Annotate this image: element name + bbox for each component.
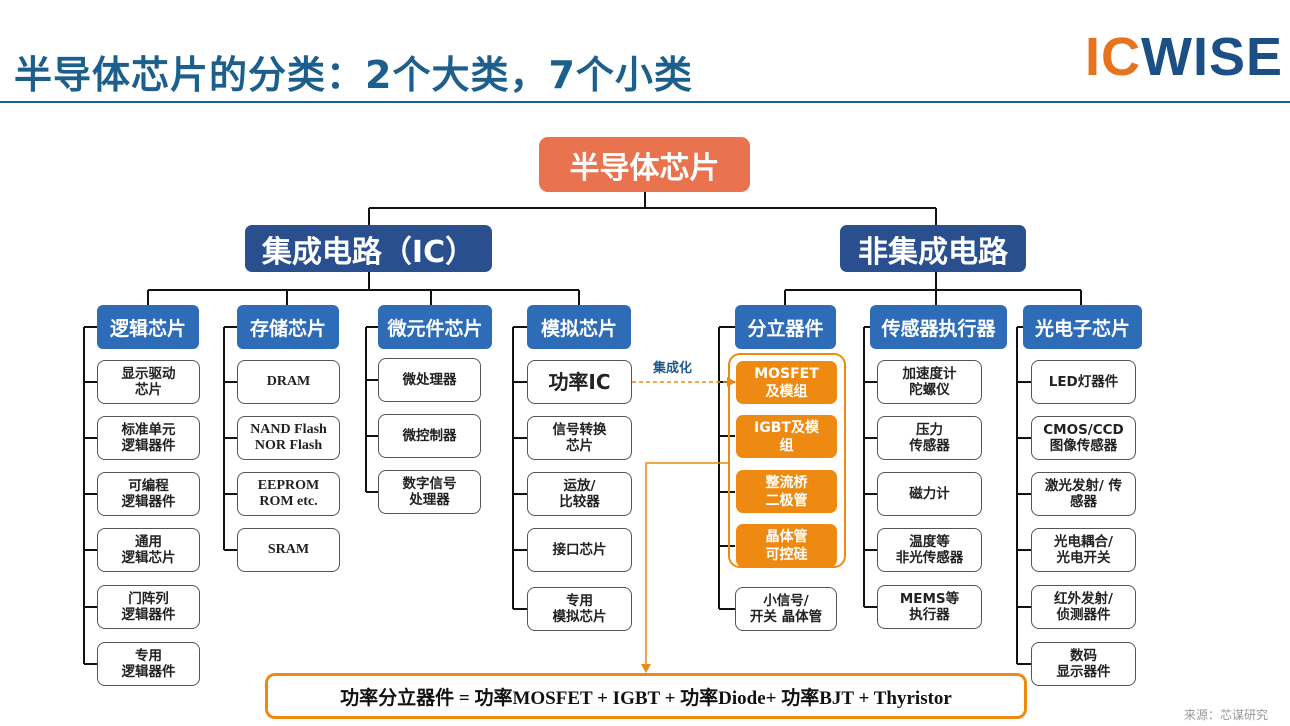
root-node: 半导体芯片	[539, 137, 750, 192]
leaf-pressure-sensor: 压力 传感器	[877, 416, 982, 460]
leaf-dedicated-analog: 专用 模拟芯片	[527, 587, 632, 631]
page-title: 半导体芯片的分类：2个大类，7个小类	[14, 53, 693, 97]
category-discrete-device: 分立器件	[735, 305, 836, 349]
category-analog-chip: 模拟芯片	[527, 305, 631, 349]
leaf-led-device: LED灯器件	[1031, 360, 1136, 404]
leaf-general-logic: 通用 逻辑芯片	[97, 528, 200, 572]
logo-wise-text: WISE	[1141, 27, 1284, 87]
leaf-microprocessor: 微处理器	[378, 358, 481, 402]
leaf-signal-conversion: 信号转换 芯片	[527, 416, 632, 460]
leaf-temperature-sensor: 温度等 非光传感器	[877, 528, 982, 572]
category-optoelectronic-chip: 光电子芯片	[1023, 305, 1142, 349]
category-memory-chip: 存储芯片	[237, 305, 339, 349]
leaf-magnetometer: 磁力计	[877, 472, 982, 516]
leaf-mems-actuator: MEMS等 执行器	[877, 585, 982, 629]
leaf-rectifier-diode: 整流桥 二极管	[736, 470, 837, 513]
leaf-programmable-logic: 可编程 逻辑器件	[97, 472, 200, 516]
leaf-laser-emitter-sensor: 激光发射/ 传 感器	[1031, 472, 1136, 516]
category-logic-chip: 逻辑芯片	[97, 305, 199, 349]
leaf-digital-display: 数码 显示器件	[1031, 642, 1136, 686]
leaf-power-ic: 功率IC	[527, 360, 632, 404]
leaf-standard-cell-logic: 标准单元 逻辑器件	[97, 416, 200, 460]
leaf-dram: DRAM	[237, 360, 340, 404]
leaf-gate-array-logic: 门阵列 逻辑器件	[97, 585, 200, 629]
power-discrete-group	[728, 353, 846, 568]
leaf-interface-chip: 接口芯片	[527, 528, 632, 572]
leaf-accelerometer-gyro: 加速度计 陀螺仪	[877, 360, 982, 404]
category-sensor-actuator: 传感器执行器	[870, 305, 1007, 349]
leaf-optocoupler-switch: 光电耦合/ 光电开关	[1031, 528, 1136, 572]
leaf-small-signal-transistor: 小信号/ 开关 晶体管	[735, 587, 837, 631]
logo-ic-text: IC	[1085, 27, 1141, 87]
ic-node: 集成电路（IC）	[245, 225, 492, 272]
leaf-sram: SRAM	[237, 528, 340, 572]
power-discrete-formula: 功率分立器件 = 功率MOSFET + IGBT + 功率Diode+ 功率BJ…	[265, 673, 1027, 719]
leaf-microcontroller: 微控制器	[378, 414, 481, 458]
leaf-display-driver: 显示驱动 芯片	[97, 360, 200, 404]
title-divider	[0, 101, 1290, 103]
leaf-opamp-comparator: 运放/ 比较器	[527, 472, 632, 516]
leaf-dedicated-logic: 专用 逻辑器件	[97, 642, 200, 686]
leaf-nand-nor-flash: NAND Flash NOR Flash	[237, 416, 340, 460]
leaf-cmos-ccd-sensor: CMOS/CCD 图像传感器	[1031, 416, 1136, 460]
source-note: 来源：芯谋研究	[1184, 708, 1269, 722]
leaf-infrared-detector: 红外发射/ 侦测器件	[1031, 585, 1136, 629]
category-micro-component-chip: 微元件芯片	[378, 305, 492, 349]
leaf-mosfet-module: MOSFET 及模组	[736, 361, 837, 404]
leaf-transistor-thyristor: 晶体管 可控硅	[736, 524, 837, 567]
integration-label: 集成化	[653, 361, 693, 376]
leaf-igbt-module: IGBT及模 组	[736, 415, 837, 458]
non-ic-node: 非集成电路	[840, 225, 1026, 272]
leaf-dsp: 数字信号 处理器	[378, 470, 481, 514]
leaf-eeprom-rom: EEPROM ROM etc.	[237, 472, 340, 516]
